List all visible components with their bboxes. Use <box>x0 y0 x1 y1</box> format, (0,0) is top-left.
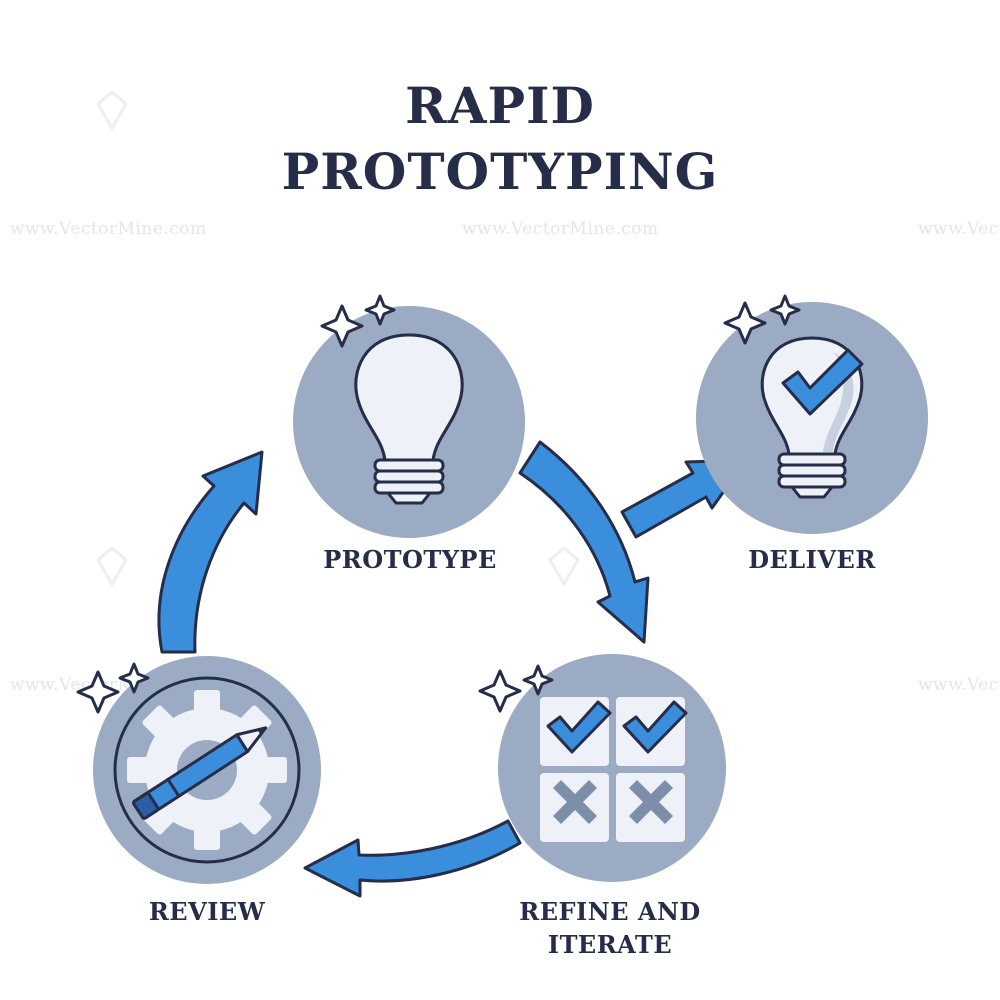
x-icon <box>629 780 673 824</box>
x-icon <box>553 780 597 824</box>
refine-node <box>478 654 726 882</box>
prototype-node <box>293 294 525 538</box>
pencil-icon <box>132 726 268 820</box>
watermark-logo <box>96 90 580 587</box>
review-node <box>76 656 321 884</box>
watermark-text: www.VectorMine.com <box>918 219 1000 239</box>
stage-label-review: REVIEW <box>148 897 266 926</box>
refine-circle <box>498 654 726 882</box>
deliver-node <box>696 294 928 534</box>
page-title-line-2: PROTOTYPING <box>281 142 719 201</box>
lightbulb-check-icon <box>760 336 864 499</box>
sparkle-icon <box>723 294 801 345</box>
arrow-prototype-to-refine <box>518 440 650 644</box>
sparkle-icon <box>76 662 150 714</box>
watermark-text: www.VectorMine.com <box>462 219 659 239</box>
watermark-text: www.VectorMine.com <box>918 675 1000 695</box>
page-title-line-1: RAPID <box>405 76 595 135</box>
checklist-grid-icon <box>540 697 688 842</box>
check-icon <box>622 700 688 754</box>
sparkle-icon <box>478 664 554 713</box>
stage-label-refine-line-2: ITERATE <box>547 930 673 959</box>
stage-label-prototype: PROTOTYPE <box>323 545 497 574</box>
stage-label-refine-line-1: REFINE AND <box>519 897 701 926</box>
check-icon <box>546 700 612 754</box>
review-inner-ring <box>113 676 301 864</box>
arrow-review-to-prototype <box>157 450 264 654</box>
arrow-refine-to-review <box>303 819 522 898</box>
watermark-text: www.VectorMine.com <box>10 219 207 239</box>
sparkle-icon <box>320 294 396 348</box>
lightbulb-icon <box>354 333 464 505</box>
stage-label-deliver: DELIVER <box>748 545 876 574</box>
